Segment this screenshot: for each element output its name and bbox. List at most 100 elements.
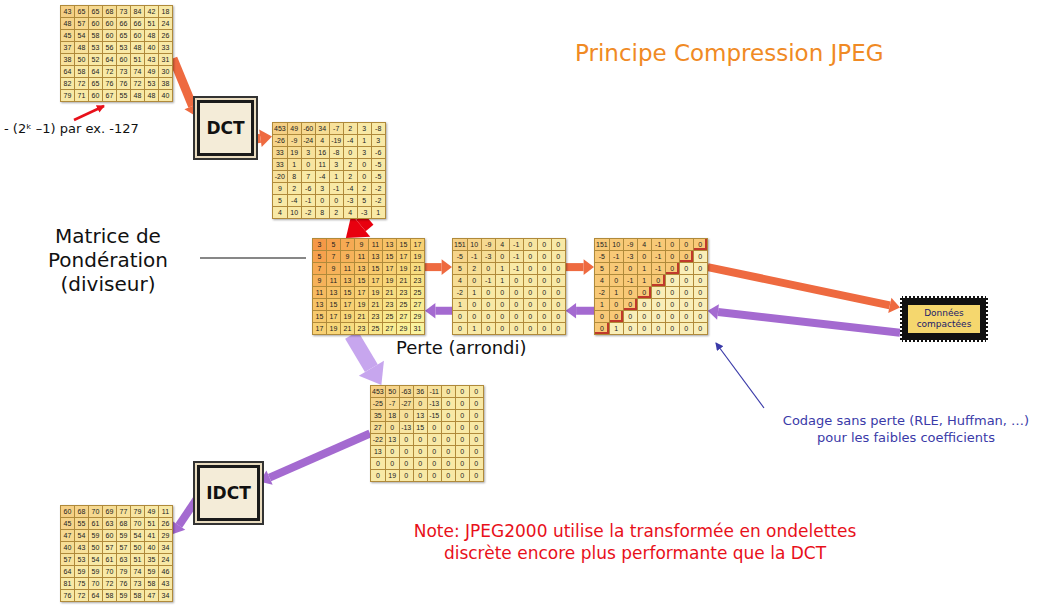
matrix-cell: 49 [145,506,158,517]
flow-arrow [254,134,260,144]
matrix-cell: 75 [75,578,88,589]
matrix-cell: 15 [313,311,326,322]
matrix-cell: 25 [369,323,382,334]
matrix-cell: 50 [75,54,88,65]
matrix-cell: 68 [75,506,88,517]
matrix-cell: 0 [442,386,455,397]
matrix-cell: -26 [273,135,287,146]
matrix-cell: 0 [414,470,427,481]
matrix-cell: 60 [117,54,130,65]
matrix-cell: 3 [330,159,343,170]
matrix-cell: 0 [694,323,707,334]
matrix-cell: 11 [369,239,382,250]
leader-line [716,343,764,408]
matrix-cell: 61 [89,518,102,529]
matrix-cell: -20 [273,171,287,182]
matrix-cell: 11 [159,506,172,517]
matrix-cell: 42 [145,6,158,17]
matrix-cell: 5 [595,263,609,274]
matrix-cell: 9 [355,239,368,250]
dct-matrix: 45349-6034-723-8-26-9-244-19-4133319316-… [272,122,386,219]
matrix-cell: 19 [327,323,340,334]
matrix-cell: 41 [145,530,158,541]
matrix-cell: 9 [327,263,340,274]
matrix-cell: 60 [103,18,116,29]
matrix-cell: -2 [372,195,385,206]
matrix-cell: 0 [538,251,551,262]
matrix-cell: 48 [131,90,144,101]
flow-arrow [566,263,584,271]
matrix-cell: 13 [341,275,354,286]
matrix-cell: 10 [468,239,481,250]
matrix-cell: -60 [302,123,315,134]
matrix-cell: 19 [288,147,301,158]
matrix-cell: -4 [344,183,357,194]
matrix-cell: 0 [680,299,693,310]
matrix-cell: 0 [694,299,707,310]
matrix-cell: 3 [358,123,371,134]
matrix-cell: 0 [610,275,623,286]
matrix-cell: 26 [159,30,172,41]
matrix-cell: 1 [468,323,481,334]
dequantized-matrix: 45350-6336-11000-25-7-270-130003518013-1… [370,385,484,482]
matrix-cell: 10 [610,239,623,250]
matrix-cell: 0 [524,251,537,262]
matrix-cell: 0 [468,299,481,310]
title: Principe Compression JPEG [575,40,884,66]
matrix-cell: 15 [383,251,396,262]
matrix-cell: 76 [103,78,116,89]
matrix-cell: 51 [131,54,144,65]
arrow-head [566,303,576,319]
matrix-cell: 48 [145,90,158,101]
matrix-cell: 77 [117,506,130,517]
matrix-cell: 72 [75,590,88,601]
matrix-cell: 0 [694,311,707,322]
matrix-cell: 19 [355,299,368,310]
matrix-cell: 53 [89,42,102,53]
matrix-cell: 26 [159,518,172,529]
flow-arrow [179,499,197,526]
matrix-cell: -4 [316,171,329,182]
matrix-cell: -1 [652,263,665,274]
matrix-cell: 5 [273,195,287,206]
matrix-cell: 0 [470,458,483,469]
matrix-cell: 49 [288,123,301,134]
matrix-cell: 59 [117,590,130,601]
matrix-cell: 0 [468,311,481,322]
arrow-head [888,298,900,313]
matrix-cell: 0 [496,311,509,322]
arrow-head [172,521,185,534]
matrix-cell: 0 [428,458,441,469]
matrix-cell: 13 [369,251,382,262]
matrix-cell: 68 [117,518,130,529]
output-matrix: 6068706977794911455561636870512647545960… [60,505,173,602]
matrix-cell: 0 [610,299,623,310]
matrix-cell: 69 [103,506,116,517]
matrix-cell: 43 [145,54,158,65]
matrix-cell: 61 [103,554,116,565]
matrix-cell: 51 [145,518,158,529]
matrix-cell: 0 [456,398,469,409]
matrix-cell: -5 [372,171,385,182]
matrix-cell: 13 [371,446,385,457]
matrix-cell: 21 [355,311,368,322]
flow-arrow [173,58,193,106]
matrix-cell: 63 [103,518,116,529]
matrix-cell: 19 [386,470,399,481]
matrix-cell: 0 [680,311,693,322]
matrix-cell: 0 [524,275,537,286]
matrix-cell: 0 [456,470,469,481]
matrix-cell: 53 [75,554,88,565]
matrix-cell: 0 [652,323,665,334]
matrix-cell: -1 [302,195,315,206]
matrix-cell: 0 [316,195,329,206]
matrix-cell: 0 [552,275,565,286]
arrow-head [584,259,594,275]
matrix-cell: 15 [369,263,382,274]
matrix-cell: 27 [383,323,396,334]
matrix-cell: 0 [400,458,413,469]
matrix-cell: 0 [456,446,469,457]
matrix-cell: 47 [61,530,74,541]
matrix-cell: 3 [302,147,315,158]
matrix-cell: 0 [652,287,665,298]
